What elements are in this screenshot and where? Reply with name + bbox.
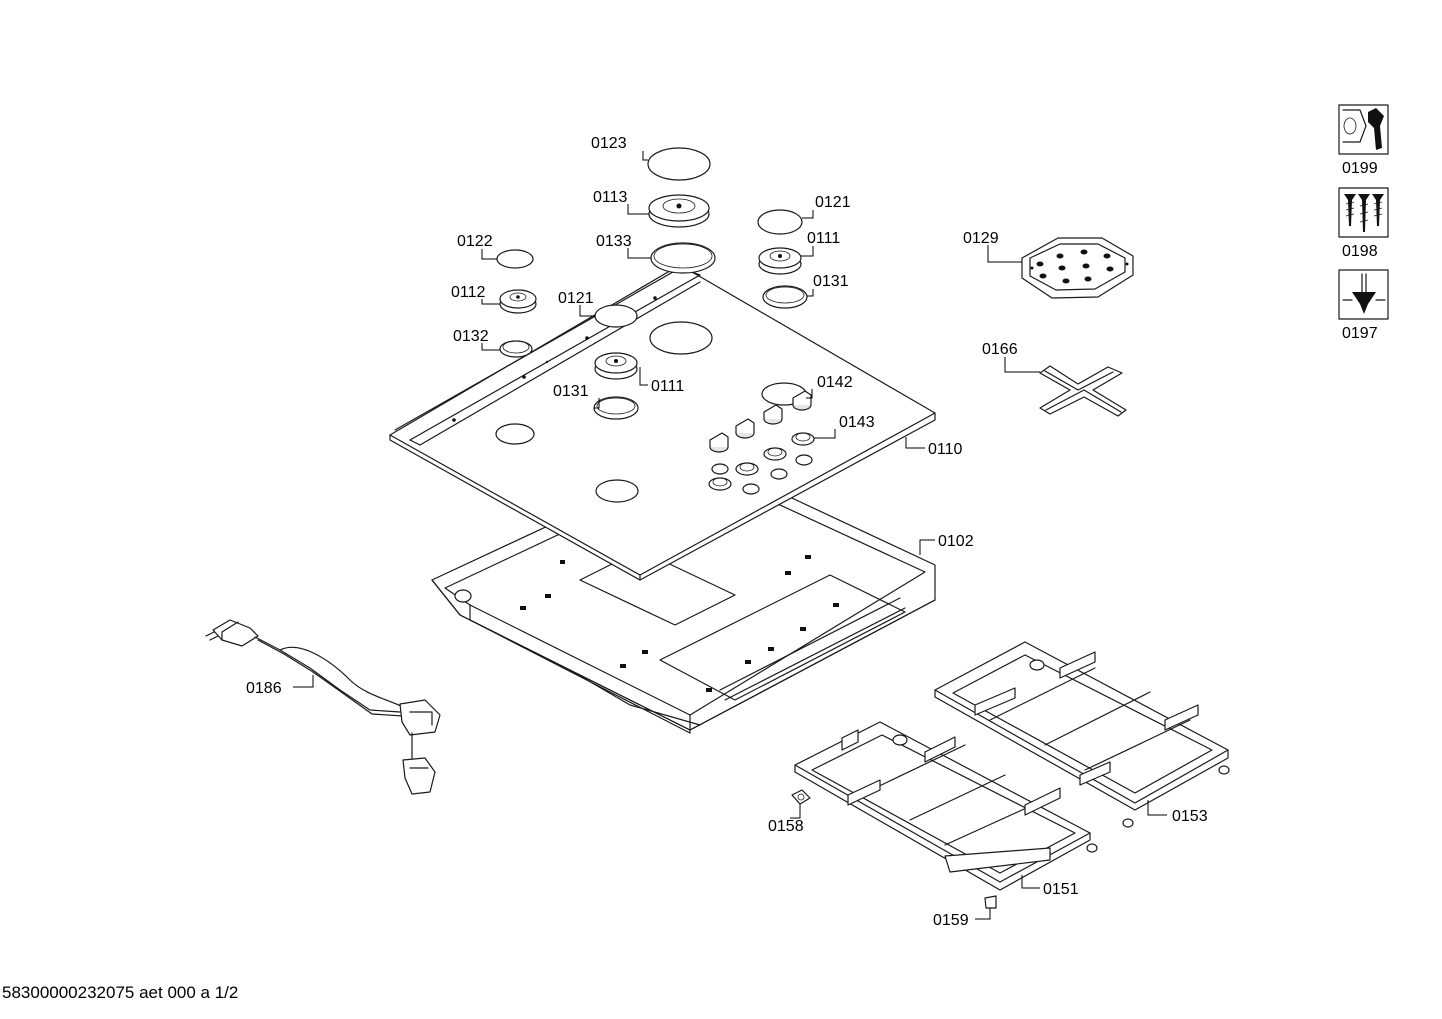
label-0131-middle: 0131 xyxy=(553,383,589,400)
label-0121-right: 0121 xyxy=(815,194,851,211)
label-0197: 0197 xyxy=(1342,325,1378,342)
label-0186: 0186 xyxy=(246,680,282,697)
simmer-cross xyxy=(1039,365,1127,417)
label-0121-middle: 0121 xyxy=(558,290,594,307)
label-0113: 0113 xyxy=(593,189,628,206)
label-0166: 0166 xyxy=(982,341,1018,358)
knob-bezels xyxy=(708,432,815,491)
part-labels: 0123 0113 0133 0121 0111 0131 0122 0112 … xyxy=(246,135,1378,929)
label-0151: 0151 xyxy=(1043,881,1079,898)
label-0199: 0199 xyxy=(1342,160,1378,177)
cooktop-plate xyxy=(389,264,936,581)
label-0159: 0159 xyxy=(933,912,969,929)
screws-icon xyxy=(1338,187,1389,238)
leader-lines xyxy=(293,151,1167,920)
document-footer: 58300000232075 aet 000 a 1/2 xyxy=(2,983,238,1002)
label-0129: 0129 xyxy=(963,230,999,247)
label-0123: 0123 xyxy=(591,135,627,152)
label-0102: 0102 xyxy=(938,533,974,550)
pan-support-left xyxy=(794,721,1091,891)
label-0122: 0122 xyxy=(457,233,493,250)
label-0133: 0133 xyxy=(596,233,632,250)
pan-support-right xyxy=(934,641,1229,811)
rubber-feet xyxy=(791,765,1230,909)
label-0111-middle: 0111 xyxy=(651,378,684,395)
label-0153: 0153 xyxy=(1172,808,1208,825)
label-0158: 0158 xyxy=(768,818,804,835)
label-0143: 0143 xyxy=(839,414,875,431)
label-0198: 0198 xyxy=(1342,243,1378,260)
label-0142: 0142 xyxy=(817,374,853,391)
label-0112: 0112 xyxy=(451,284,486,301)
power-cable xyxy=(205,619,441,795)
label-0132: 0132 xyxy=(453,328,489,345)
label-0111-right: 0111 xyxy=(807,230,840,247)
label-0131-right: 0131 xyxy=(813,273,849,290)
label-0110: 0110 xyxy=(928,441,963,458)
control-knobs xyxy=(709,390,812,453)
screwdriver-icon xyxy=(1338,269,1389,320)
wok-ring xyxy=(1021,237,1134,299)
wrench-nut-icon xyxy=(1338,104,1389,155)
